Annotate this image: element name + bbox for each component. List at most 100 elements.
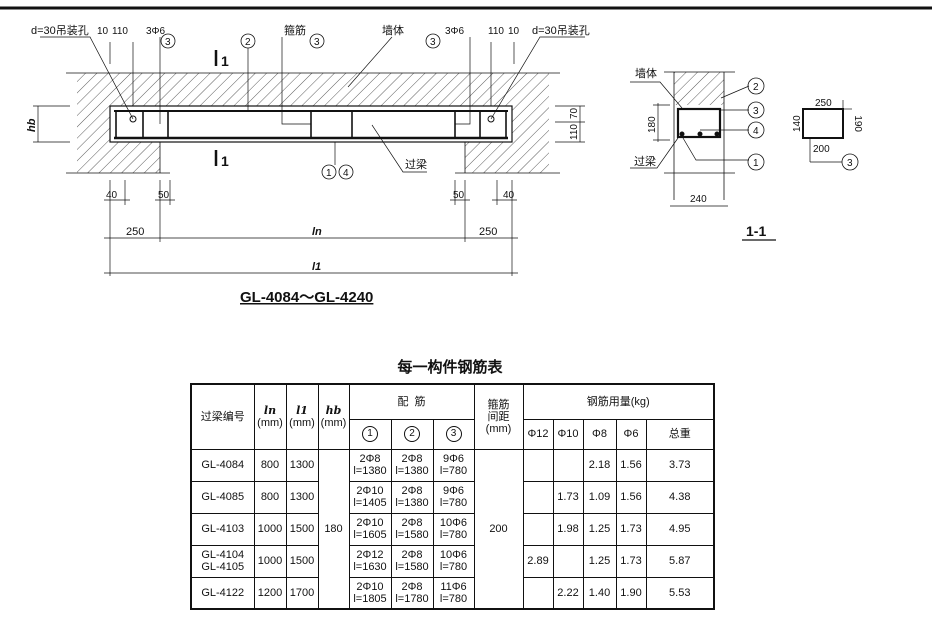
cell-total: 4.95 — [645, 512, 715, 546]
wall-hatch-left — [77, 106, 110, 173]
mark-3: 3 — [165, 37, 171, 48]
cell-text: 1.25 — [588, 523, 611, 535]
cell-text: 1700 — [289, 586, 315, 599]
cell-text: 1.40 — [588, 586, 611, 599]
header-total: 总重 — [645, 418, 715, 450]
cell-text: 2Φ10 — [356, 485, 384, 497]
cell-phi10 — [552, 448, 584, 482]
cell-text: l=1405 — [353, 497, 387, 509]
elevation-view — [33, 33, 585, 276]
cell-ln: 1000 — [253, 544, 287, 578]
cell-phi6: 1.56 — [615, 448, 647, 482]
cell-ln: 800 — [253, 448, 287, 482]
cell-phi6: 1.90 — [615, 576, 647, 610]
cell-text: GL-4122 — [201, 586, 245, 599]
table-title: 每一构件钢筋表 — [397, 358, 503, 376]
cell-phi8: 2.18 — [582, 448, 617, 482]
mark-1: 1 — [326, 168, 332, 179]
cell-text: 1300 — [289, 459, 315, 471]
hole-label-right: d=30吊装孔 — [532, 24, 590, 37]
section-height-dim: 180 — [647, 116, 658, 133]
cell-text: 2Φ8 — [401, 580, 423, 593]
cell-phi6: 1.73 — [615, 512, 647, 546]
dim-50-right: 50 — [453, 190, 465, 201]
mark-3: 3 — [753, 106, 759, 117]
cell-text: 1300 — [289, 491, 315, 503]
stirrup-dim-bottom: 200 — [813, 144, 830, 155]
cell-l1: 1500 — [285, 544, 319, 578]
dim-110-vert: 110 — [569, 124, 580, 140]
dim-40-left: 40 — [106, 190, 118, 201]
cell-text: 4.95 — [669, 523, 691, 535]
mark-3: 3 — [430, 37, 436, 48]
cell-text: 1.73 — [620, 523, 642, 535]
cell-text: 2Φ10 — [356, 517, 384, 529]
cell-text: 1.98 — [557, 523, 579, 535]
cell-text: l=1380 — [395, 465, 429, 477]
header-phi12: Φ12 — [522, 418, 554, 450]
stirrup-count-right: 3Φ6 — [445, 26, 465, 37]
cell-spacing: 200 — [473, 448, 524, 610]
dim-40-right: 40 — [503, 190, 515, 201]
header-phi10: Φ10 — [552, 418, 584, 450]
cell-phi12: 2.89 — [522, 544, 554, 578]
cell-ln: 1200 — [253, 576, 287, 610]
cell-text: 3.73 — [669, 459, 691, 471]
cell-text: 1.73 — [557, 491, 579, 503]
hb-label: hb — [26, 118, 38, 132]
cell-text: 1.73 — [620, 555, 642, 567]
mark-1: 1 — [753, 158, 759, 169]
section-width-dim: 240 — [690, 194, 707, 205]
cell-phi6: 1.56 — [615, 480, 647, 514]
cell-text: 2Φ8 — [359, 453, 381, 465]
cell-text: 11Φ6 — [440, 580, 467, 593]
cell-text: 2.89 — [527, 555, 549, 567]
l1-dim-label: l1 — [312, 261, 321, 273]
header-phi6: Φ6 — [615, 418, 647, 450]
cell-text: 1.90 — [620, 586, 642, 599]
cell-text: 1.25 — [588, 555, 611, 567]
cell-text: l=1780 — [395, 592, 429, 605]
section-wall-label: 墙体 — [635, 66, 657, 80]
header-stirrup-spacing: 箍筋间距(mm) — [473, 383, 524, 450]
cell-text: 1.56 — [620, 491, 642, 503]
cell-phi12 — [522, 512, 554, 546]
cell-text: 4.38 — [669, 491, 691, 503]
cell-id: GL-4085 — [190, 480, 255, 514]
cell-text: 5.53 — [669, 586, 691, 599]
cell-id: GL-4104 GL-4105 — [190, 544, 255, 578]
wall-hatch-left-support — [110, 142, 160, 173]
stirrup-dim-right: 190 — [852, 115, 863, 132]
section-mark-bottom: 1 — [221, 153, 229, 169]
cell-text: 2Φ8 — [401, 453, 423, 465]
ln-dim-label: ln — [312, 226, 322, 238]
cell-text: l=780 — [439, 592, 468, 605]
mark-4: 4 — [343, 168, 349, 179]
elevation-title: GL-4084～GL-4240 — [240, 289, 373, 306]
cell-text: 800 — [260, 459, 280, 471]
section-lintel-label: 过梁 — [634, 154, 656, 168]
wall-hatch-right — [512, 106, 549, 173]
cell-phi10: 2.22 — [552, 576, 584, 610]
rebar-mark-3: 3 — [445, 426, 462, 442]
elevation-labels: d=30吊装孔 10 110 3Φ6 3 2 箍筋 3 墙体 3 3Φ6 110… — [26, 23, 590, 306]
cell-text: 2Φ8 — [401, 549, 423, 561]
dim-10-left: 10 — [97, 26, 109, 37]
cell-total: 3.73 — [645, 448, 715, 482]
cell-text: 1000 — [257, 523, 283, 535]
cell-l1: 1300 — [285, 448, 319, 482]
header-l1: l1(mm) — [285, 383, 319, 450]
cell-text: GL-4104 GL-4105 — [201, 549, 245, 573]
cell-l1: 1300 — [285, 480, 319, 514]
